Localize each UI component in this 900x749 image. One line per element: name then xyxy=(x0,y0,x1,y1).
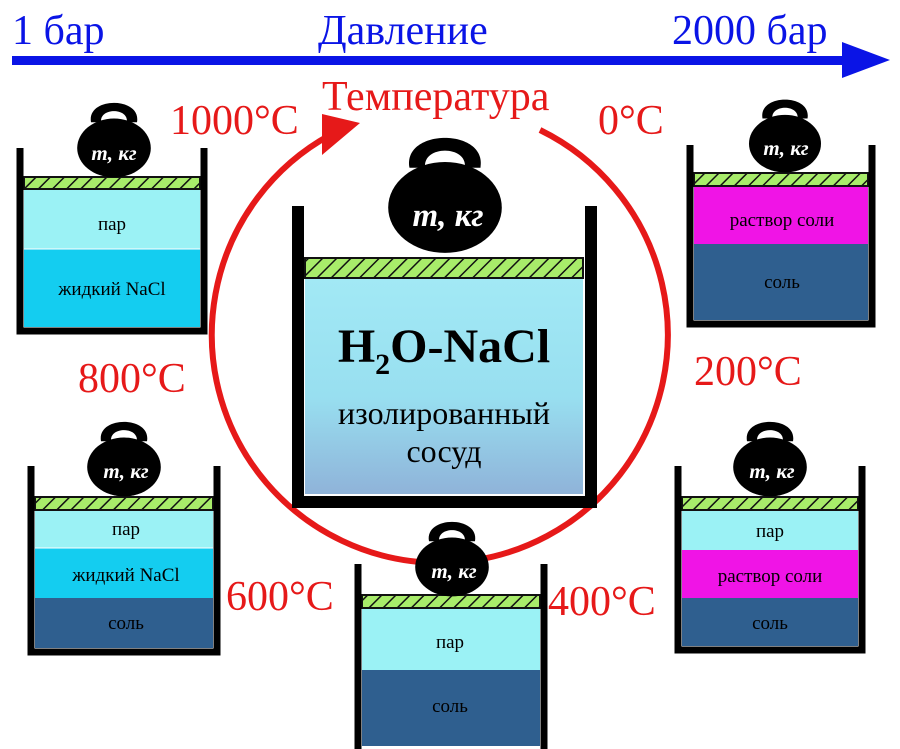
temp-label-0: 0°C xyxy=(598,98,664,144)
vessel-wall xyxy=(354,564,548,749)
vapor-layer xyxy=(24,189,200,249)
temperature-title: Температура xyxy=(322,74,550,120)
temp-label-800: 800°C xyxy=(78,356,186,402)
center-vessel: m, кг H2O-NaCl изолированный сосуд xyxy=(292,137,597,508)
salt-layer xyxy=(362,670,540,746)
salt-layer xyxy=(35,598,213,648)
weight-label: m, кг xyxy=(91,141,136,165)
weight-label: m, кг xyxy=(749,459,794,483)
vessel-600-400c: m, кг пар соль xyxy=(354,521,548,749)
temp-label-200: 200°C xyxy=(694,349,802,395)
layer-label-salt: соль xyxy=(752,613,788,634)
pressure-arrow xyxy=(12,42,890,78)
layer-label-salt: соль xyxy=(108,613,144,634)
piston xyxy=(34,496,214,511)
layer-label-vapor: пар xyxy=(98,214,126,235)
weight-label: m, кг xyxy=(431,559,476,583)
pressure-high-label: 2000 бар xyxy=(672,8,828,54)
layer-label-salt-solution: раствор соли xyxy=(718,566,823,587)
layer-label-liquid-nacl: жидкий NaCl xyxy=(71,565,179,586)
weight-label: m, кг xyxy=(103,459,148,483)
piston xyxy=(304,257,584,279)
weight-label: m, кг xyxy=(763,136,808,160)
piston xyxy=(23,176,201,190)
layer-label-vapor: пар xyxy=(112,519,140,540)
salt-solution-layer xyxy=(694,186,868,244)
layer-label-vapor: пар xyxy=(436,632,464,653)
liquid-nacl-layer xyxy=(35,548,213,598)
vessel-desc-line1: изолированный xyxy=(338,395,550,431)
vessel-800c: m, кг пар жидкий NaCl соль xyxy=(27,421,221,656)
liquid-nacl-layer xyxy=(24,249,200,327)
layer-label-salt: соль xyxy=(432,696,468,717)
vessel-wall xyxy=(674,466,866,654)
vessel-wall xyxy=(16,148,208,335)
salt-layer xyxy=(694,244,868,320)
vapor-layer xyxy=(682,510,858,550)
temp-label-400: 400°C xyxy=(548,579,656,625)
vapor-layer xyxy=(362,608,540,670)
layer-label-salt-solution: раствор соли xyxy=(730,210,835,231)
salt-solution-layer xyxy=(682,550,858,598)
vessel-200c: m, кг пар раствор соли соль xyxy=(674,421,866,654)
vessel-1000c: m, кг пар жидкий NaCl xyxy=(16,102,208,335)
layer-label-vapor: пар xyxy=(756,521,784,542)
temp-label-1000: 1000°C xyxy=(170,98,299,144)
layer-label-salt: соль xyxy=(764,272,800,293)
temp-label-600: 600°C xyxy=(226,574,334,620)
piston xyxy=(361,594,541,609)
layer-label-liquid-nacl: жидкий NaCl xyxy=(57,279,165,300)
weight-label: m, кг xyxy=(412,198,483,234)
kettlebell-icon xyxy=(388,137,502,253)
piston xyxy=(693,172,869,187)
vessel-0c: m, кг раствор соли соль xyxy=(686,99,876,328)
mixture-fill xyxy=(305,278,583,494)
vessel-wall xyxy=(686,145,876,328)
pressure-title: Давление xyxy=(318,8,488,54)
vessel-desc-line2: сосуд xyxy=(406,433,481,469)
pressure-low-label: 1 бар xyxy=(12,8,105,54)
formula-label: H2O-NaCl xyxy=(338,320,550,381)
vessel-wall xyxy=(292,206,597,508)
piston xyxy=(681,496,859,511)
salt-layer xyxy=(682,598,858,646)
vapor-layer xyxy=(35,510,213,548)
vessel-wall xyxy=(27,466,221,656)
